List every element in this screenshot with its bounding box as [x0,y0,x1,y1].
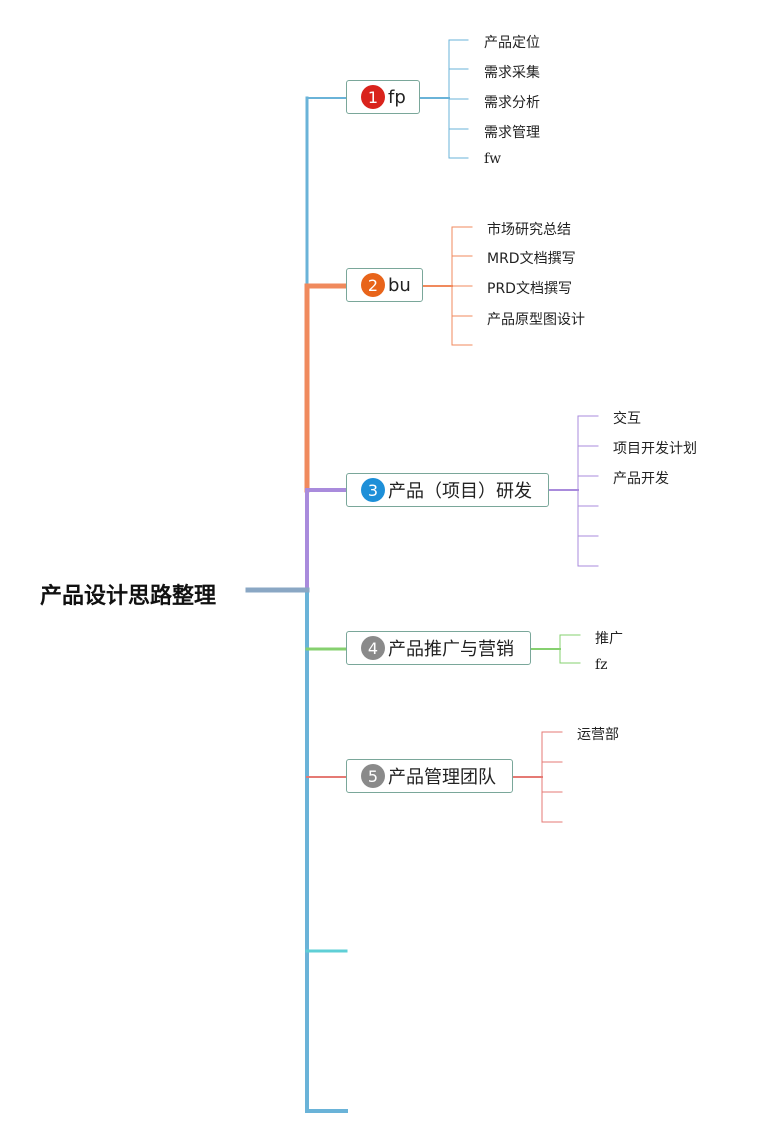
leaf-topic[interactable]: 推广 [595,631,623,647]
branch-topic-3[interactable]: 3 产品（项目）研发 [346,473,549,507]
leaf-topic[interactable]: 交互 [613,411,641,427]
priority-5-icon: 5 [361,764,385,788]
priority-3-icon: 3 [361,478,385,502]
connector-lines [245,39,599,1113]
leaf-topic[interactable]: PRD文档撰写 [487,281,572,297]
leaf-topic[interactable]: 产品原型图设计 [487,312,585,328]
priority-4-icon: 4 [361,636,385,660]
root-topic[interactable]: 产品设计思路整理 [40,584,217,609]
leaf-topic[interactable]: 需求分析 [484,95,540,111]
leaf-topic[interactable]: 运营部 [577,727,619,743]
branch-label-1: fp [388,86,406,108]
leaf-topic[interactable]: 产品开发 [613,471,669,487]
branch-label-4: 产品推广与营销 [388,639,514,660]
leaf-topic[interactable]: fz [595,657,608,673]
priority-2-icon: 2 [361,273,385,297]
leaf-topic[interactable]: 市场研究总结 [487,222,571,238]
branch-label-3: 产品（项目）研发 [388,481,532,502]
branch-topic-2[interactable]: 2 bu [346,268,423,302]
leaf-topic[interactable]: MRD文档撰写 [487,251,576,267]
branch-topic-1[interactable]: 1 fp [346,80,420,114]
leaf-topic[interactable]: 项目开发计划 [613,441,697,457]
leaf-topic[interactable]: 需求管理 [484,125,540,141]
branch-topic-4[interactable]: 4 产品推广与营销 [346,631,531,665]
priority-1-icon: 1 [361,85,385,109]
branch-topic-5[interactable]: 5 产品管理团队 [346,759,513,793]
leaf-topic[interactable]: 需求采集 [484,65,540,81]
leaf-topic[interactable]: 产品定位 [484,35,540,51]
branch-label-2: bu [388,274,411,296]
leaf-topic[interactable]: fw [484,151,502,167]
branch-label-5: 产品管理团队 [388,767,496,788]
